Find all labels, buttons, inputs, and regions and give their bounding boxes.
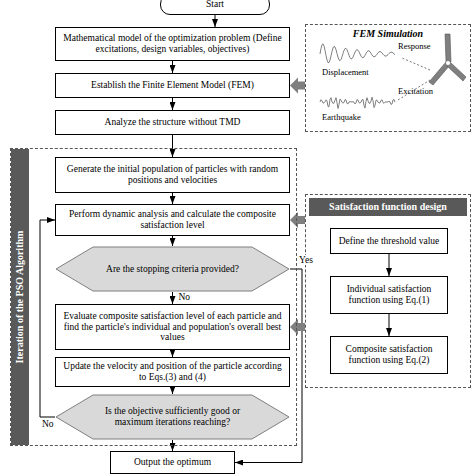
decision-diamond: Are the stopping criteria provided? <box>55 246 290 292</box>
block-arrow <box>290 78 305 94</box>
node-text: Iteration of the PSO Algorithm <box>11 149 29 445</box>
illustration-label: Earthquake <box>322 113 361 122</box>
iteration-region: Generate the initial population of parti… <box>10 148 297 446</box>
flow-arrow <box>172 135 173 157</box>
illustration-label: Displacement <box>322 68 369 77</box>
edge-label: No <box>41 419 55 429</box>
process-box: Individual satisfaction function using E… <box>330 276 448 314</box>
turbine-symbol <box>429 34 466 85</box>
flow-arrow <box>172 292 173 304</box>
process-box: Update the velocity and position of the … <box>55 357 290 387</box>
diamond-shape <box>56 395 289 439</box>
block-arrow <box>290 212 305 228</box>
node-text: Perform dynamic analysis and calculate t… <box>62 209 283 231</box>
response-arrow <box>402 58 430 70</box>
process-box: Define the threshold value <box>330 228 448 254</box>
flow-arrow <box>172 350 173 357</box>
flow-arrow <box>172 236 173 246</box>
node-text: Define the threshold value <box>339 236 440 247</box>
output-box: Output the optimum <box>110 451 235 474</box>
block-arrow <box>290 319 305 335</box>
node-text: Evaluate composite satisfaction level of… <box>62 311 283 344</box>
node-text: Output the optimum <box>134 457 211 468</box>
flow-arrow <box>172 61 173 73</box>
process-box: Composite satisfaction function using Eq… <box>330 336 448 374</box>
process-box: Analyze the structure without TMD <box>55 110 290 135</box>
flow-arrow <box>172 387 173 394</box>
node-text: Start <box>206 0 224 10</box>
node-text: Establish the Finite Element Model (FEM) <box>91 80 254 91</box>
node-text: Is the objective sufficiently good or ma… <box>99 406 246 428</box>
node-text: FEM Simulation <box>306 28 470 40</box>
process-box: Evaluate composite satisfaction level of… <box>55 304 290 350</box>
node-text: Individual satisfaction function using E… <box>337 284 441 306</box>
satisfaction-panel: Define the threshold valueIndividual sat… <box>305 194 471 388</box>
flow-arrow <box>172 193 173 204</box>
decision-diamond: Is the objective sufficiently good or ma… <box>55 394 290 440</box>
flow-arrow <box>172 98 173 110</box>
process-box: Generate the initial population of parti… <box>55 157 290 193</box>
flow-arrow <box>389 254 390 276</box>
node-text: Mathematical model of the optimization p… <box>62 33 283 55</box>
node-text: Analyze the structure without TMD <box>105 117 241 128</box>
diamond-shape <box>56 247 289 291</box>
flow-arrow <box>215 15 216 27</box>
process-box: Perform dynamic analysis and calculate t… <box>55 204 290 236</box>
terminal-box: Start <box>160 0 270 15</box>
node-text: Update the velocity and position of the … <box>62 361 283 383</box>
edge-label: Yes <box>298 255 314 265</box>
process-box: Mathematical model of the optimization p… <box>55 27 290 61</box>
illustration-label: Excitation <box>398 87 433 96</box>
response-wave <box>320 44 395 63</box>
process-box: Establish the Finite Element Model (FEM) <box>55 73 290 98</box>
node-text: Satisfaction function design <box>309 198 467 216</box>
node-text: Generate the initial population of parti… <box>62 164 283 186</box>
edge-label: No <box>178 292 192 302</box>
earthquake-wave <box>320 97 395 108</box>
node-text: Composite satisfaction function using Eq… <box>337 344 441 366</box>
illustration-label: Response <box>398 42 431 51</box>
flow-arrow <box>40 220 55 417</box>
flow-arrow <box>389 314 390 336</box>
node-text: Are the stopping criteria provided? <box>106 264 239 275</box>
